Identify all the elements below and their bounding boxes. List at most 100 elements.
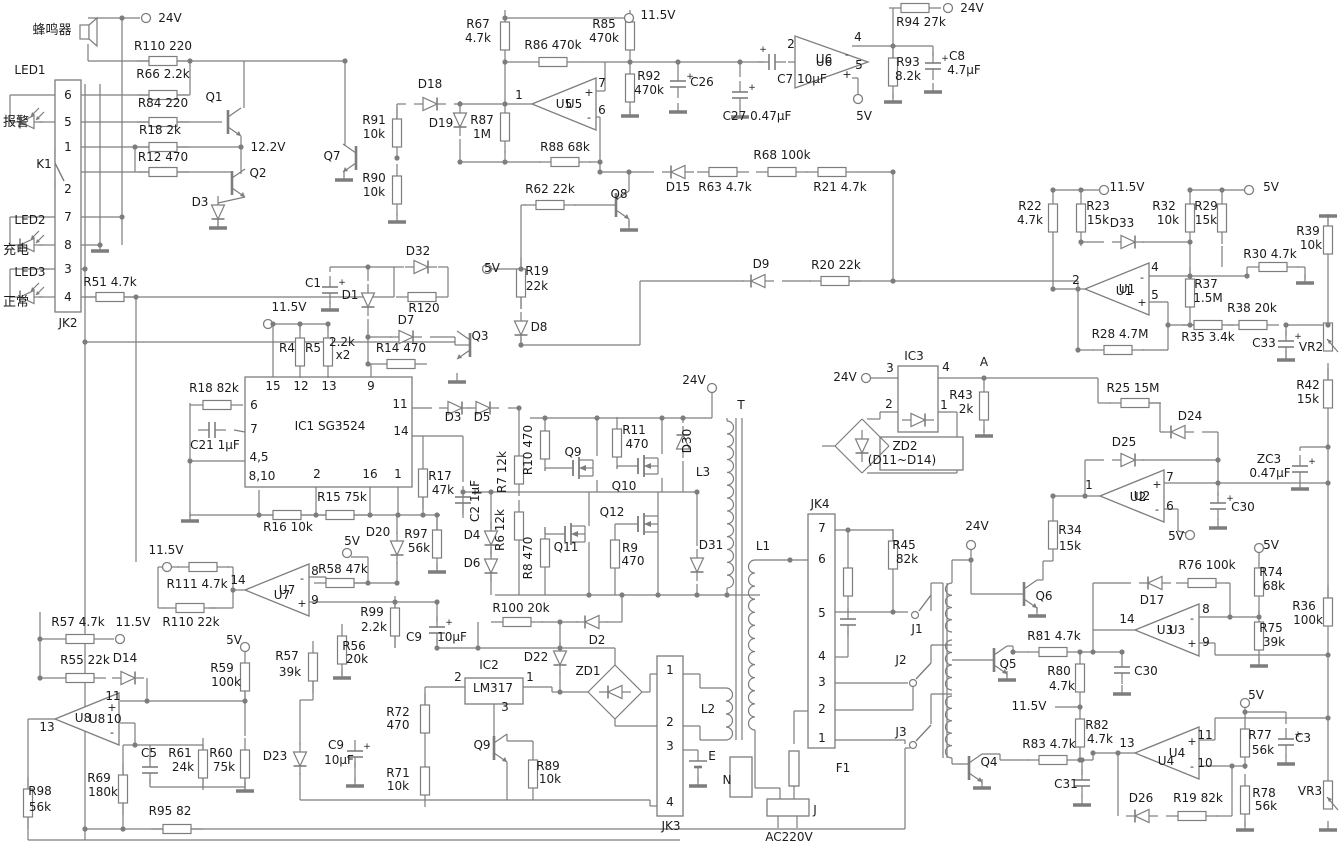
opamp-U3: U3-+ <box>1133 603 1200 657</box>
svg-text:-: - <box>587 111 591 124</box>
component-label: L1 <box>756 539 770 553</box>
junction-dot <box>1077 649 1083 655</box>
component-label: R100 20k <box>492 601 549 615</box>
component-label: 180k <box>88 785 118 799</box>
component-label: 39k <box>279 665 301 679</box>
component-label: K1 <box>36 157 52 171</box>
capacitor-symbol: + <box>1278 728 1302 756</box>
junction-dot <box>434 645 440 651</box>
ground-symbol <box>884 93 902 104</box>
component-label: 4,5 <box>249 450 268 464</box>
svg-text:+: + <box>1226 494 1234 504</box>
junction-dot <box>82 339 88 345</box>
component-label: C3 <box>1295 731 1311 745</box>
component-label: R21 4.7k <box>813 180 867 194</box>
component-label: R18 2k <box>139 123 181 137</box>
junction-dot <box>1187 187 1193 193</box>
junction-dot <box>542 415 548 421</box>
bjt-symbol <box>492 733 508 763</box>
bridge-rectifiers <box>587 418 890 720</box>
component-label: R30 4.7k <box>1243 247 1297 261</box>
junction-dot <box>1115 750 1121 756</box>
component-label: 14 <box>393 424 408 438</box>
potentiometer-symbol <box>1322 780 1339 811</box>
component-label: D32 <box>406 244 431 258</box>
diode-symbol <box>513 312 529 344</box>
component-label: R67 <box>466 17 490 31</box>
resistor-symbol <box>307 641 319 693</box>
supply-terminal <box>706 382 718 394</box>
component-label: N <box>723 773 732 787</box>
capacitor-symbol: + <box>925 52 949 80</box>
junction-dot <box>1242 709 1248 715</box>
bjt-transistors <box>226 107 1038 783</box>
capacitor-symbol: + <box>1292 455 1316 483</box>
junction-dot <box>1082 493 1088 499</box>
junction-dot <box>394 580 400 586</box>
component-label: 12.2V <box>251 140 287 154</box>
resistor-symbol <box>842 556 854 608</box>
component-label: R22 <box>1018 199 1042 213</box>
component-label: R18 82k <box>189 381 239 395</box>
component-label: R80 <box>1047 664 1071 678</box>
svg-text:+: + <box>1308 457 1316 467</box>
component-label: 75k <box>213 760 235 774</box>
component-label: 1 <box>940 398 948 412</box>
junction-dot <box>1215 480 1221 486</box>
ground-symbol <box>689 777 707 788</box>
component-label: VR2 <box>1299 340 1323 354</box>
junction-dot <box>1283 322 1289 328</box>
junction-dot <box>502 15 508 21</box>
component-label: 2 <box>885 397 893 411</box>
ground-symbol <box>1209 519 1227 530</box>
svg-text:+: + <box>1294 730 1302 740</box>
component-label: 4.7k <box>1087 732 1113 746</box>
mosfet-transistors <box>564 455 659 545</box>
junction-dot <box>394 155 400 161</box>
resistor-symbol <box>389 596 401 648</box>
ground-symbol <box>620 221 638 232</box>
component-label: E <box>708 749 716 763</box>
resistor-symbol <box>1166 810 1218 822</box>
diode-symbol <box>1126 808 1158 824</box>
capacitor-symbol <box>142 756 158 784</box>
component-label: D26 <box>1129 791 1154 805</box>
component-label: U3 <box>1157 623 1173 637</box>
junction-dot <box>890 609 896 615</box>
opamp-U8: U8+- <box>53 692 120 746</box>
component-label: Q2 <box>249 166 266 180</box>
component-label: R37 <box>1194 277 1218 291</box>
junction-dot <box>1187 273 1193 279</box>
component-label: R62 22k <box>525 182 575 196</box>
resistor-symbol <box>887 529 899 581</box>
component-label: R15 75k <box>317 490 367 504</box>
component-label: R19 82k <box>1173 791 1223 805</box>
ground-symbol <box>1291 480 1309 491</box>
opamp-U6: U6-+ <box>794 35 870 89</box>
component-label: J <box>812 803 817 817</box>
resistor-symbol <box>539 419 551 471</box>
junction-dot <box>655 592 661 598</box>
junction-dot <box>187 58 193 64</box>
component-label: U2 <box>1130 490 1146 504</box>
resistor-symbol <box>1216 192 1228 244</box>
junction-dot <box>1090 649 1096 655</box>
component-label: T <box>736 398 745 412</box>
component-label: 5V <box>1263 180 1280 194</box>
resistor-symbol <box>54 633 106 645</box>
component-label: 100k <box>211 675 241 689</box>
component-label: 13 <box>321 379 336 393</box>
junction-dot <box>120 826 126 832</box>
resistor-symbol <box>1184 267 1196 319</box>
component-label: D6 <box>464 556 481 570</box>
supply-terminal <box>623 12 635 24</box>
ground-symbol <box>428 563 446 574</box>
ground-symbol <box>975 427 993 438</box>
diode-symbol <box>662 164 694 180</box>
potentiometers <box>1322 322 1339 811</box>
junction-dot <box>37 636 43 642</box>
component-label: R74 <box>1259 565 1283 579</box>
component-label: Q1 <box>205 90 222 104</box>
component-label: R83 4.7k <box>1022 737 1076 751</box>
resistor-symbol <box>391 107 403 159</box>
